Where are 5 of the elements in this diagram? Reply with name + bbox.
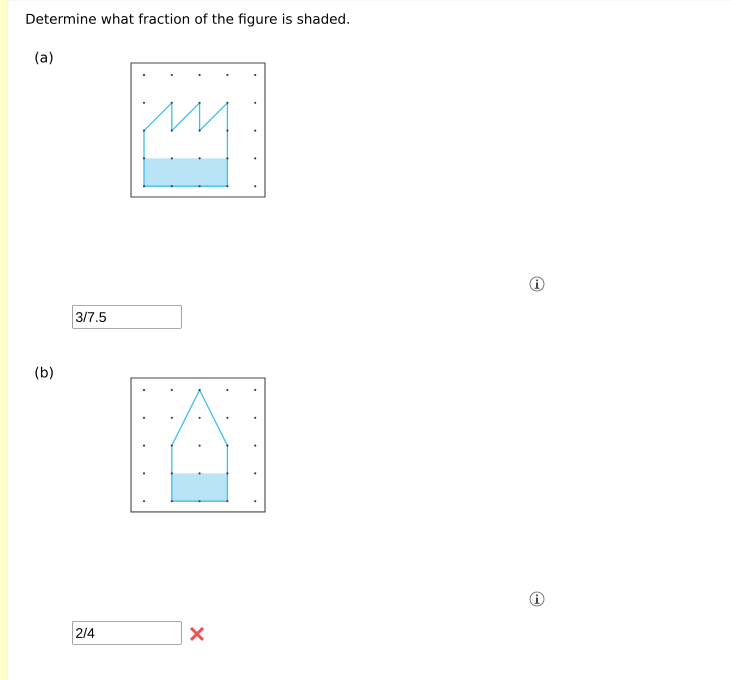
- part-label: (b): [35, 366, 53, 380]
- part-label: (a): [35, 52, 53, 64]
- answer-field: 3/7.5: [72, 305, 182, 329]
- answer-field: 2/4: [72, 620, 182, 645]
- instruction-text: Determine what fraction of the figure is shaded.: [26, 13, 349, 27]
